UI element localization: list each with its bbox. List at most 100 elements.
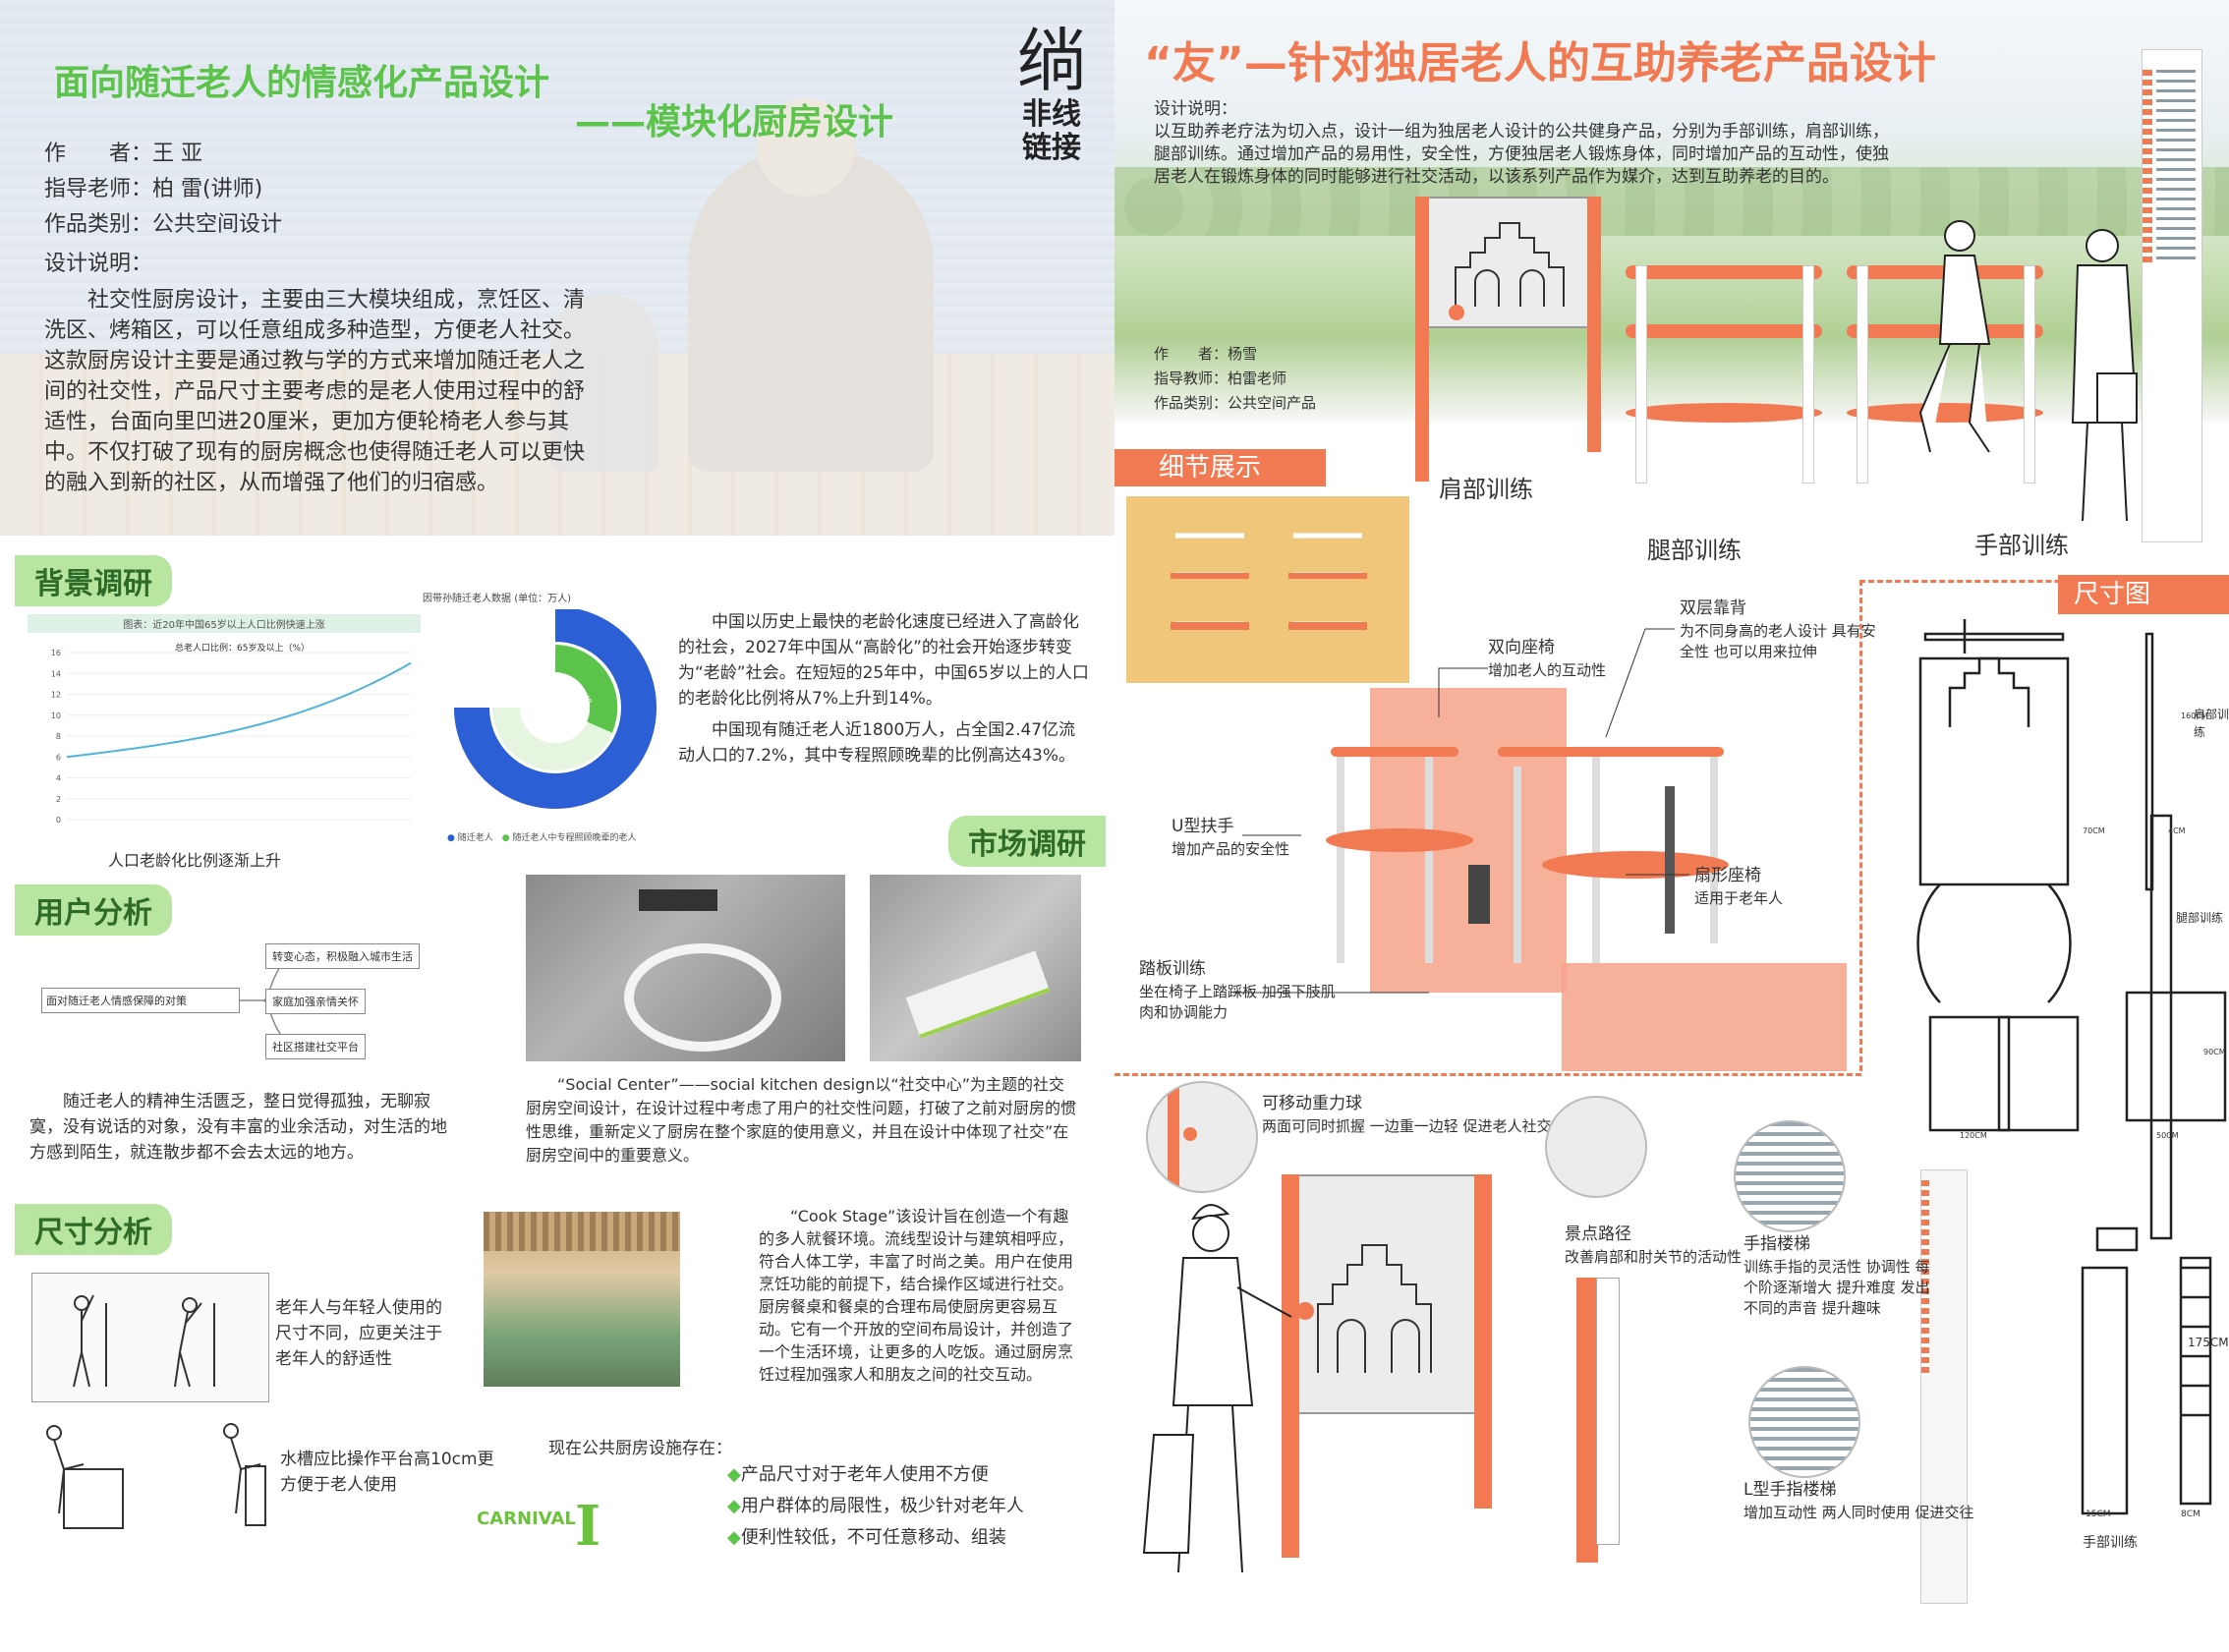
callout-lines (1232, 628, 1689, 994)
right-title: “友”—针对独居老人的互助养老产品设计 (1144, 38, 1936, 88)
series-line (66, 661, 412, 759)
label-shoulder: 肩部训练 (1439, 476, 1533, 503)
label-hand: 手部训练 (1974, 532, 2069, 559)
lfinger-closeup-circle (1748, 1366, 1860, 1478)
right-desc-label: 设计说明： (1154, 99, 1237, 119)
trees-band (1114, 167, 2229, 236)
user-tree-branch-3: 社区搭建社交平台 (265, 1034, 366, 1059)
callout-pedal: 踏板训练坐在椅子上踏踩板 加强下肢肌肉和协调能力 (1139, 959, 1336, 1021)
left-desc-label: 设计说明： (44, 252, 153, 276)
dashed-size-top (1859, 580, 2229, 583)
board-closeup-circle (1146, 1081, 1258, 1193)
donut-inner-slice (554, 645, 618, 733)
tag-size: 尺寸分析 (15, 1204, 172, 1255)
callout-path: 景点路径改善肩部和肘关节的活动性 (1565, 1225, 1743, 1266)
sink-figures-svg (46, 1423, 266, 1529)
right-advisor: 指导教师：柏雷老师 (1154, 370, 1287, 387)
standing-elder-sketch (2071, 229, 2139, 522)
white-veil (0, 0, 1114, 536)
left-logo: 绱 非线 链接 (1002, 25, 1101, 165)
donut-chart: 43% (423, 609, 657, 809)
hand-tower-render (1920, 1169, 1968, 1604)
size-note-1: 老年人与年轻人使用的尺寸不同，应更关注于老年人的舒适性 (275, 1298, 442, 1369)
right-desc-text: 以互助养老疗法为切入点，设计一组为独居老人设计的公共健身产品，分别为手部训练，肩… (1154, 122, 1889, 187)
dim-15: 15CM (2086, 1510, 2111, 1519)
elder-silhouette (688, 147, 934, 472)
callout-gravity-ball: 可移动重力球两面可同时抓握 一边重一边轻 促进老人社交 (1262, 1094, 1552, 1135)
standing-man-sketch (1142, 1204, 1292, 1573)
detail-chairs-svg (1326, 747, 1729, 963)
right-desc: 设计说明： 以互助养老疗法为切入点，设计一组为独居老人设计的公共健身产品，分别为… (1154, 98, 1901, 189)
y-tick-label: 16 (51, 649, 61, 657)
shoulder-post-right (1587, 197, 1601, 452)
logo-glyph: 绱 (1017, 21, 1086, 101)
dim-90: 90CM (2203, 1048, 2226, 1056)
dim-8: 8CM (2181, 1510, 2200, 1519)
dashed-v (1859, 580, 1862, 1071)
left-title-1: 面向随迁老人的情感化产品设计 (54, 63, 550, 103)
size-figures-svg (73, 1294, 215, 1388)
callout-bidirectional: 双向座椅增加老人的互动性 (1488, 638, 1607, 679)
donut-legend: ● 随迁老人 ● 随迁老人中专程照顾晚辈的老人 (447, 833, 637, 843)
y-tick-label: 12 (51, 691, 61, 700)
bottom-post-left (1282, 1174, 1299, 1558)
callout-fan-seat: 扇形座椅适用于老年人 (1694, 866, 1784, 907)
y-tick-label: 0 (56, 816, 61, 825)
problem-item-3: ◆便利性较低，不可任意移动、组装 (727, 1527, 1006, 1548)
leg-post (1576, 1278, 1598, 1563)
left-title-2: ——模块化厨房设计 (575, 102, 894, 142)
dim-175: 175CM (2188, 1336, 2229, 1349)
dim-160: 160CM (2181, 712, 2208, 720)
logo-text-1: 非线 (1022, 97, 1081, 132)
image1-sign (639, 889, 717, 911)
problem-item-1: ◆产品尺寸对于老年人使用不方便 (727, 1464, 989, 1485)
detail-chairs (1321, 727, 1734, 973)
elder-head (757, 98, 855, 197)
size-figure-1 (31, 1273, 269, 1402)
problem-item-2: ◆用户群体的局限性，极少针对老年人 (727, 1496, 1024, 1516)
background-para-2: 中国现有随迁老人近1800万人，占全国2.47亿流动人口的7.2%，其中专程照顾… (678, 720, 1076, 766)
shoulder-path-svg (1455, 222, 1565, 307)
bottom-ball (1296, 1302, 1314, 1320)
image1-table (624, 943, 781, 1052)
dim-hand-label: 手部训练 (2083, 1535, 2138, 1551)
dim-shoulder-label: 肩部训练 (2194, 708, 2229, 739)
seated-elder-sketch (1918, 220, 1991, 453)
right-category: 作品类别：公共空间产品 (1154, 394, 1317, 412)
size-figure-2 (25, 1415, 270, 1543)
y-tick-label: 14 (51, 669, 61, 678)
market-caption-1: “Social Center”——social kitchen design以“… (526, 1075, 1077, 1165)
logo-text-2: 链接 (1022, 131, 1081, 165)
line-legend: 总老人口比例：65岁及以上（%） (175, 642, 310, 654)
y-tick-label: 6 (56, 753, 61, 762)
donut-pct-label: 43% (570, 695, 592, 706)
chair-1 (1626, 265, 1822, 484)
dashed-h (1114, 1073, 1861, 1076)
background-para-1: 中国以历史上最快的老龄化速度已经进入了高龄化的社会，2027年中国从“高龄化”的… (678, 612, 1089, 709)
bottom-board (1291, 1174, 1482, 1414)
cook-stage-roof (484, 1212, 680, 1251)
callout-u-armrest: U型扶手增加产品的安全性 (1172, 817, 1290, 858)
dim-120: 120CM (1960, 1131, 1987, 1140)
shoulder-post-left (1415, 197, 1429, 482)
detail-thumb-svg (1171, 533, 1367, 630)
detail-thumb (1126, 496, 1409, 683)
callout-l-finger-stairs: L型手指楼梯增加互动性 两人同时使用 促进交往 (1743, 1480, 1974, 1521)
bottom-post-right (1474, 1174, 1492, 1509)
hand-tower (2142, 49, 2202, 542)
user-tree-branch-1: 转变心态，积极融入城市生活 (265, 943, 420, 969)
y-tick-label: 4 (56, 774, 61, 783)
left-desc: 社交性厨房设计，主要由三大模块组成，烹饪区、清洗区、烤箱区，可以任意组成多种造型… (44, 288, 586, 495)
label-leg: 腿部训练 (1647, 537, 1742, 564)
child-silhouette (550, 295, 658, 472)
line-chart-subtitle: 人口老龄化比例逐渐上升 (108, 851, 282, 870)
cook-stage-image (484, 1212, 680, 1387)
cook-stage-caption: “Cook Stage”该设计旨在创造一个有趣的多人就餐环境。流线型设计与建筑相… (759, 1207, 1074, 1384)
problems-title: 现在公共厨房设施存在： (548, 1439, 732, 1458)
right-poster: “友”—针对独居老人的互助养老产品设计 设计说明： 以互助养老疗法为切入点，设计… (1114, 0, 2229, 1652)
chart-caption: 图表：近20年中国65岁以上人口比例快速上涨 (28, 614, 421, 633)
tag-detail: 细节展示 (1114, 449, 1326, 486)
tag-user: 用户分析 (15, 884, 172, 936)
